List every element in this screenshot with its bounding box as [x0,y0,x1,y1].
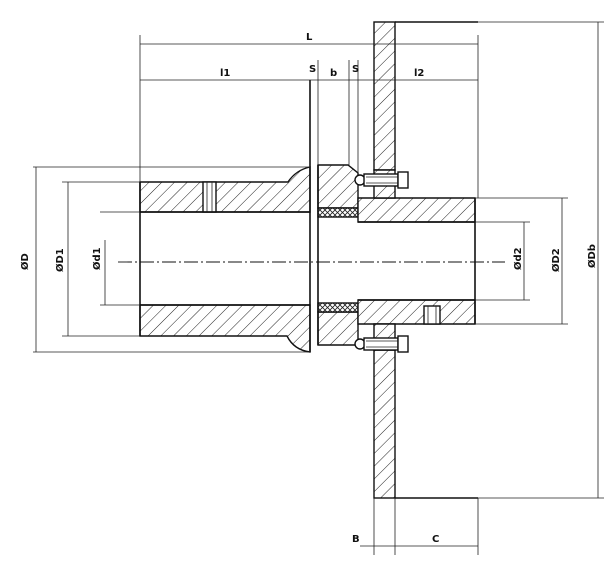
label-d2: Ød2 [512,247,524,270]
label-D2: ØD2 [550,248,562,272]
left-keyway [202,181,217,213]
right-hub-lower [357,299,476,325]
right-hub-upper [357,197,476,223]
label-s-right: S [352,64,359,75]
right-keyway [423,305,441,325]
elastic-element-lower [317,302,359,313]
label-s-left: S [309,64,316,75]
bolt-lower [354,335,409,353]
label-Db: ØDb [586,244,598,268]
left-hub-lower [139,304,311,353]
label-C: C [432,534,439,545]
label-d1: Ød1 [91,247,103,270]
mounting-plate-lower [373,349,396,499]
label-D1: ØD1 [54,248,66,272]
label-b: b [330,68,337,79]
label-l2: l2 [414,68,424,79]
middle-flange-upper [317,164,359,209]
label-l1: l1 [220,68,230,79]
left-hub-upper [139,166,311,213]
label-L: L [306,32,313,43]
elastic-element-upper [317,207,359,218]
label-B: B [352,534,360,545]
middle-flange-lower [317,311,359,346]
bolt-upper [354,171,409,189]
label-D: ØD [19,253,31,270]
